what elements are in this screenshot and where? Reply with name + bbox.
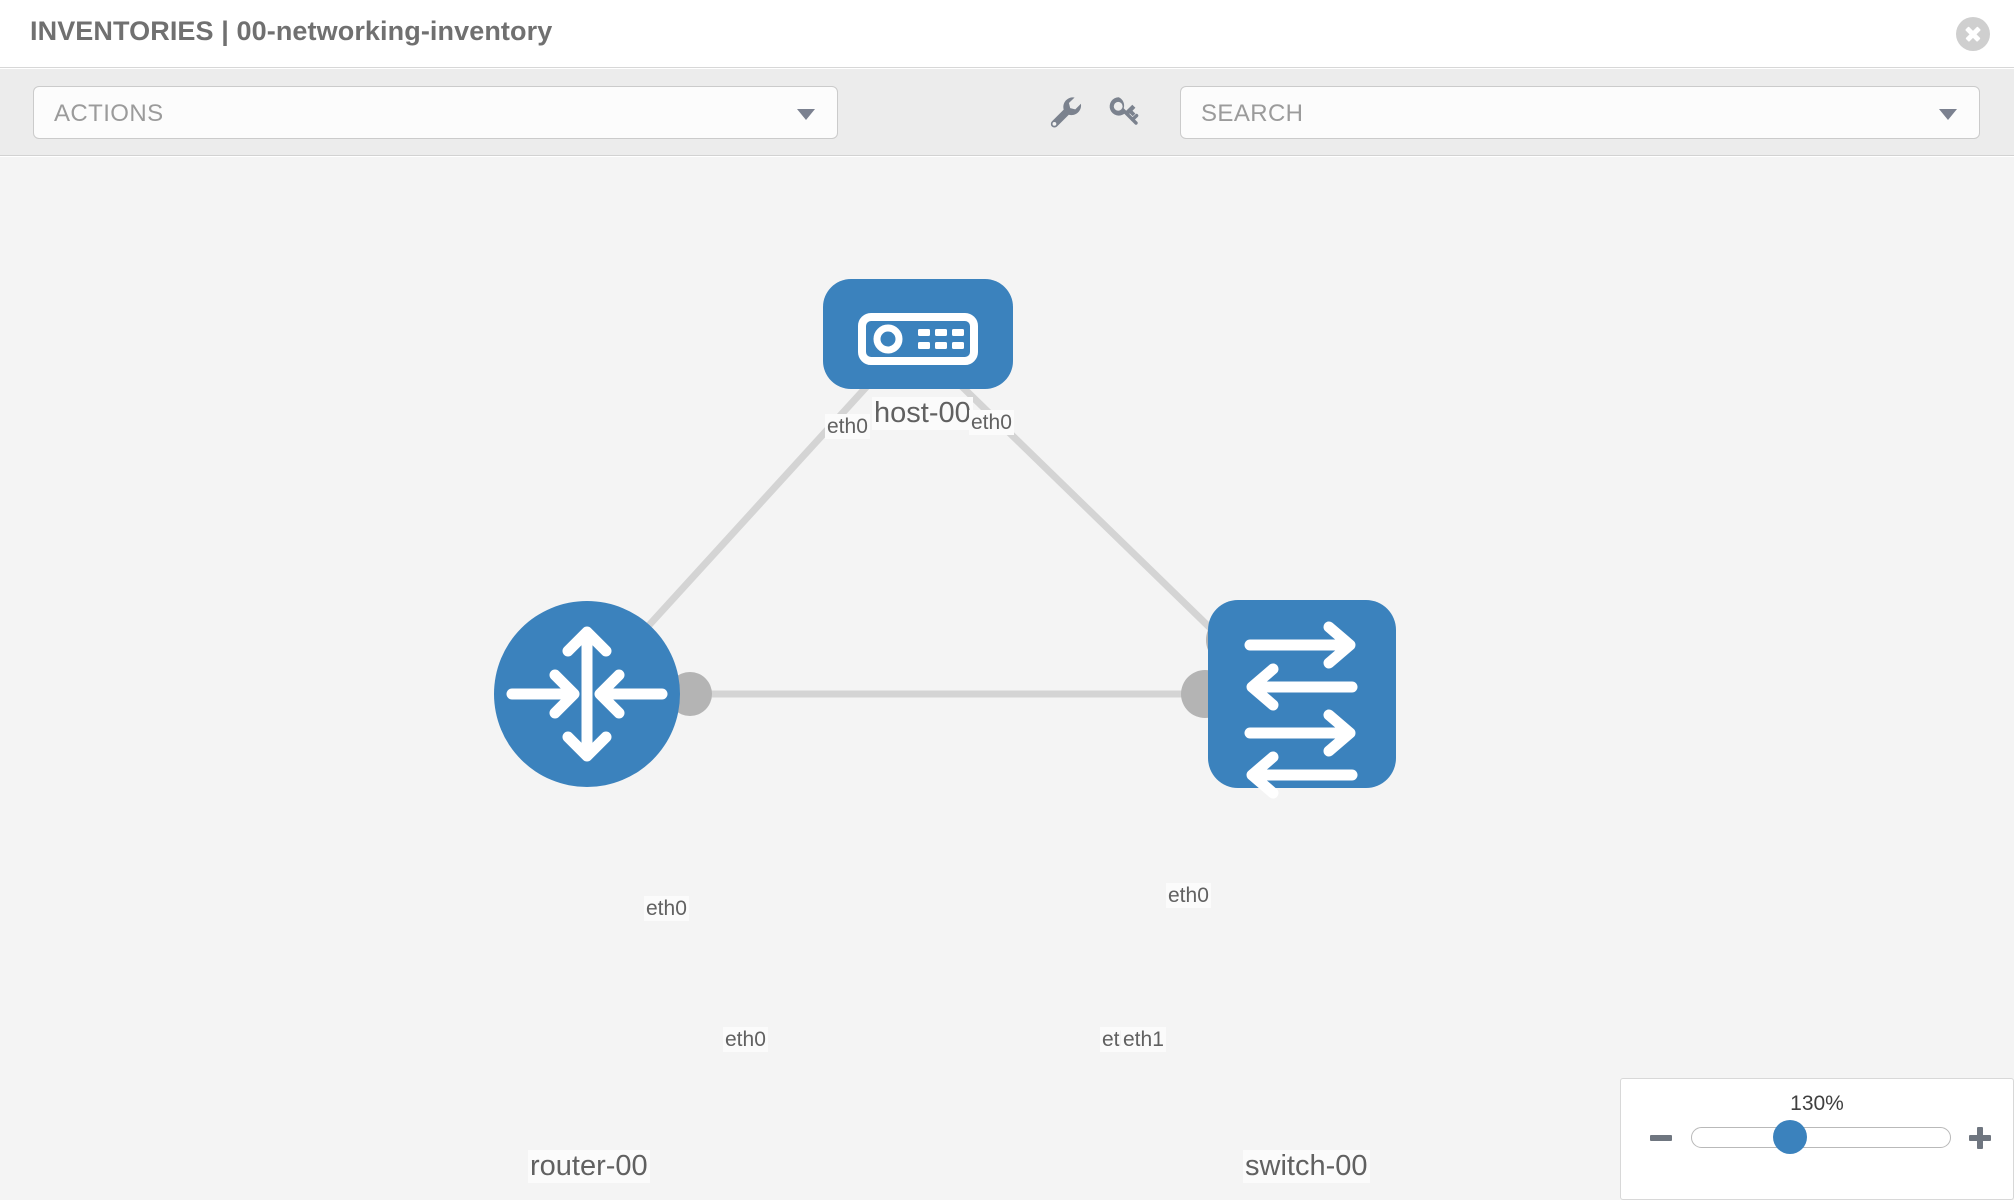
zoom-control-panel: 130% bbox=[1620, 1078, 2014, 1200]
node-label-switch-00: switch-00 bbox=[1243, 1150, 1370, 1183]
server-appliance-icon bbox=[858, 313, 978, 365]
search-input[interactable]: SEARCH bbox=[1180, 86, 1980, 139]
topology-canvas[interactable]: host-00 eth0 eth0 eth0 eth0 eth0 eth0 et… bbox=[0, 157, 2014, 1200]
actions-dropdown[interactable]: ACTIONS bbox=[33, 86, 838, 139]
port-label-router-to-host: eth0 bbox=[644, 896, 689, 921]
toolbar: ACTIONS SEARCH bbox=[0, 69, 2014, 156]
node-label-host-00: host-00 bbox=[872, 397, 973, 430]
node-switch-00-shape bbox=[1208, 600, 1396, 788]
node-router-00 bbox=[494, 601, 680, 787]
chevron-down-icon bbox=[797, 108, 815, 120]
wrench-icon[interactable] bbox=[1040, 87, 1090, 137]
node-label-router-00: router-00 bbox=[528, 1150, 650, 1183]
search-placeholder: SEARCH bbox=[1201, 100, 1304, 127]
key-icon[interactable] bbox=[1098, 87, 1148, 137]
topology-graph bbox=[494, 279, 1396, 799]
node-switch-00 bbox=[1208, 600, 1396, 799]
zoom-slider-thumb[interactable] bbox=[1773, 1120, 1807, 1154]
zoom-slider-track[interactable] bbox=[1691, 1127, 1951, 1148]
node-host-00 bbox=[823, 279, 1013, 389]
port-label-switch-to-router: eth1 bbox=[1121, 1027, 1166, 1052]
zoom-out-button[interactable] bbox=[1646, 1123, 1676, 1153]
chevron-down-icon bbox=[1939, 108, 1957, 120]
port-label-host-right: eth0 bbox=[969, 410, 1014, 435]
port-label-router-to-switch: eth0 bbox=[723, 1027, 768, 1052]
zoom-in-button[interactable] bbox=[1965, 1123, 1995, 1153]
router-arrows-icon bbox=[506, 626, 668, 762]
page-header: INVENTORIES | 00-networking-inventory bbox=[0, 0, 2014, 68]
port-label-host-left: eth0 bbox=[825, 414, 870, 439]
close-icon[interactable] bbox=[1956, 17, 1990, 51]
switch-arrows-icon bbox=[1244, 621, 1358, 799]
page-title: INVENTORIES | 00-networking-inventory bbox=[30, 16, 553, 46]
zoom-level-label: 130% bbox=[1790, 1092, 1844, 1115]
actions-dropdown-label: ACTIONS bbox=[54, 100, 164, 127]
port-label-switch-to-host: eth0 bbox=[1166, 883, 1211, 908]
